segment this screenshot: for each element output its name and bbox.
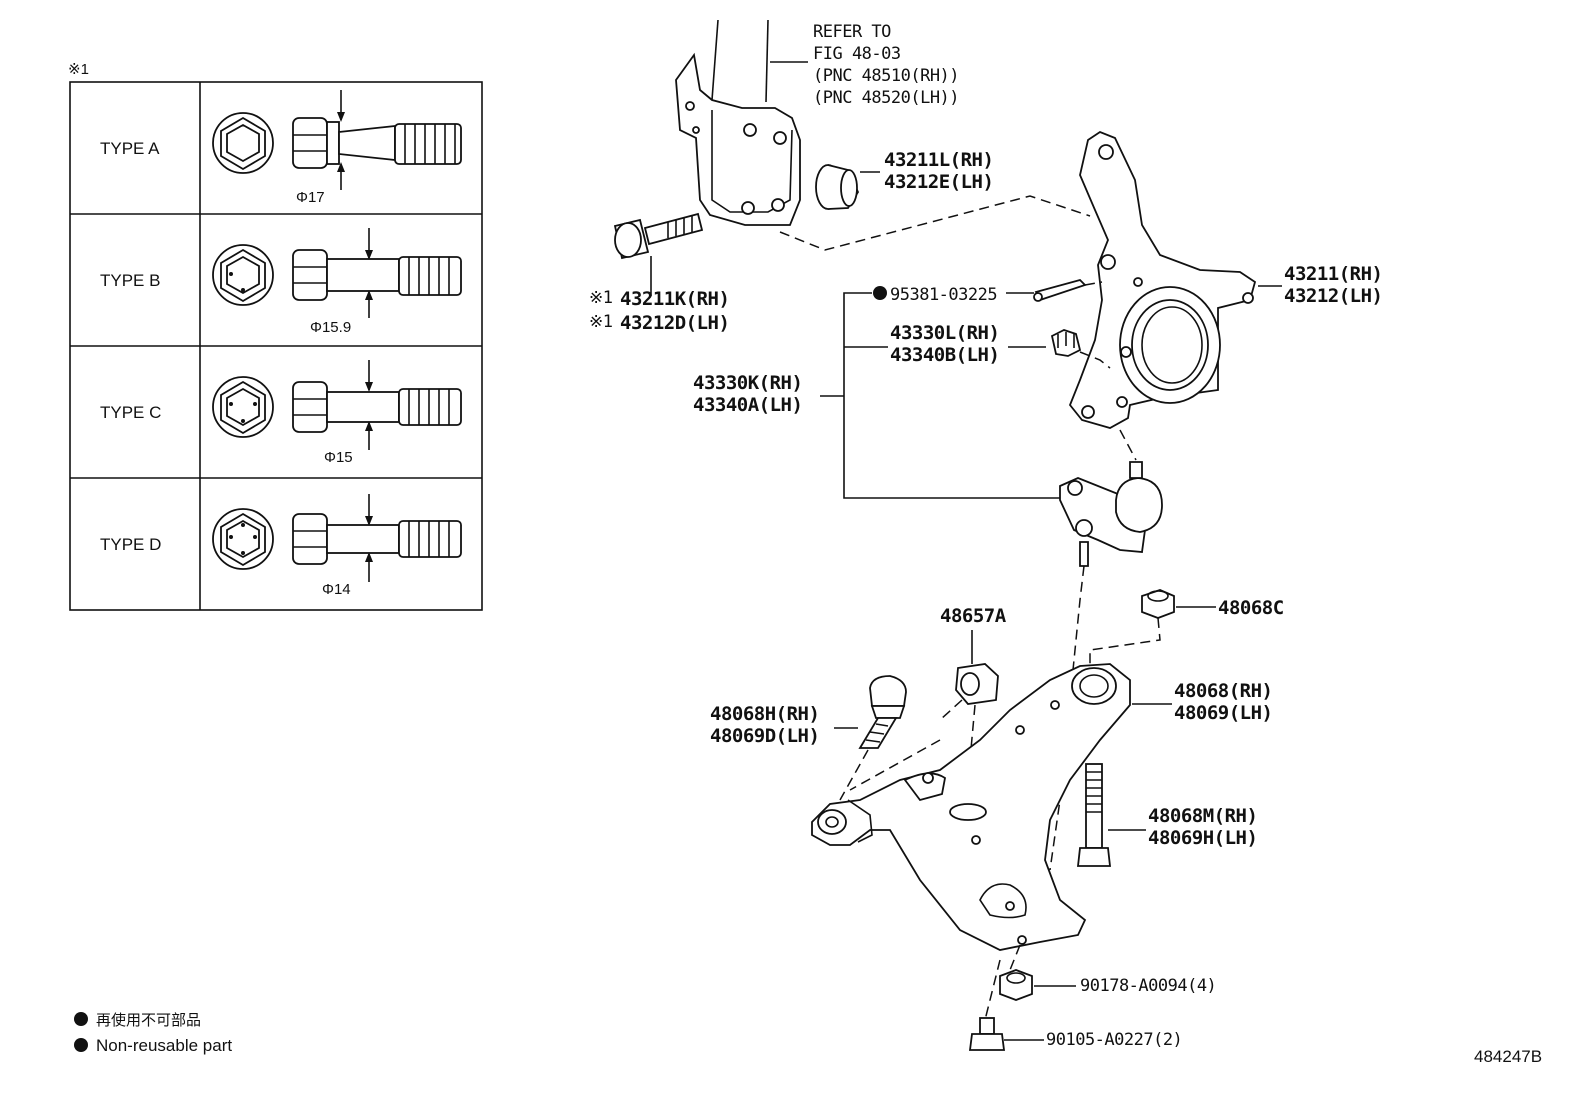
type-b-label: TYPE B	[100, 271, 160, 290]
label-90178: 90178-A0094(4)	[1080, 976, 1216, 996]
label-43340B: 43340B(LH)	[890, 344, 999, 366]
label-43211K: 43211K(RH)	[620, 288, 729, 310]
strut-bracket-icon	[675, 19, 801, 226]
label-43330K: 43330K(RH)	[693, 372, 802, 394]
steering-knuckle-icon	[1068, 130, 1257, 429]
label-90105: 90105-A0227(2)	[1046, 1030, 1182, 1050]
legend-en: Non-reusable part	[96, 1036, 232, 1055]
cotter-pin-icon	[1033, 278, 1087, 302]
nut-90178-icon	[999, 969, 1033, 1001]
label-43211: 43211(RH)	[1284, 263, 1382, 285]
bolt-48068H-icon	[858, 675, 907, 749]
type-d-label: TYPE D	[100, 535, 161, 554]
label-48657A: 48657A	[940, 605, 1007, 627]
refer-line-4: (PNC 48520(LH))	[813, 88, 959, 108]
cam-bolt-icon	[613, 212, 704, 260]
non-reusable-mark-icon	[873, 286, 887, 300]
bolt-type-table	[69, 81, 483, 611]
label-48068H: 48068H(RH)	[710, 703, 819, 725]
ball-joint-icon	[1059, 461, 1163, 567]
label-48068: 48068(RH)	[1174, 680, 1272, 702]
label-48068M: 48068M(RH)	[1148, 805, 1257, 827]
type-a-dim: Φ17	[296, 189, 325, 206]
bolt-type-d-icon	[212, 494, 462, 582]
type-d-dim: Φ14	[322, 581, 351, 598]
refer-line-2: FIG 48-03	[813, 44, 901, 64]
label-43212D: 43212D(LH)	[620, 312, 729, 334]
label-43212E: 43212E(LH)	[884, 171, 993, 193]
label-48069D: 48069D(LH)	[710, 725, 819, 747]
label-48069: 48069(LH)	[1174, 702, 1272, 724]
figure-id: 484247B	[1474, 1047, 1542, 1066]
bolt-90105-icon	[968, 1017, 1006, 1051]
non-reusable-bullet-icon-2	[74, 1038, 88, 1052]
legend	[74, 1012, 88, 1052]
lower-control-arm-icon	[811, 663, 1131, 951]
bolt-type-c-icon	[212, 360, 462, 450]
bolt-48068M-icon	[1076, 763, 1112, 867]
label-43212: 43212(LH)	[1284, 285, 1382, 307]
refer-line-1: REFER TO	[813, 22, 891, 42]
cam-washer-icon	[815, 164, 860, 210]
ref-mark-2: ※1	[589, 312, 613, 332]
bushing-48657A-icon	[955, 663, 999, 705]
type-c-dim: Φ15	[324, 449, 353, 466]
label-43211L: 43211L(RH)	[884, 149, 993, 171]
label-43330L: 43330L(RH)	[890, 322, 999, 344]
castle-nut-icon	[1050, 329, 1082, 357]
type-a-label: TYPE A	[100, 139, 160, 158]
refer-line-3: (PNC 48510(RH))	[813, 66, 959, 86]
nut-48068C-icon	[1141, 589, 1175, 619]
bolt-type-a-icon	[212, 90, 462, 190]
label-43340A: 43340A(LH)	[693, 394, 802, 416]
type-c-label: TYPE C	[100, 403, 161, 422]
ref-mark-1: ※1	[589, 288, 613, 308]
label-48069H: 48069H(LH)	[1148, 827, 1257, 849]
bolt-type-b-icon	[212, 228, 462, 318]
label-95381: 95381-03225	[890, 285, 997, 305]
type-b-dim: Φ15.9	[310, 319, 351, 336]
non-reusable-bullet-icon	[74, 1012, 88, 1026]
note-mark: ※1	[68, 61, 89, 78]
legend-jp: 再使用不可部品	[96, 1012, 201, 1029]
label-48068C: 48068C	[1218, 597, 1284, 619]
